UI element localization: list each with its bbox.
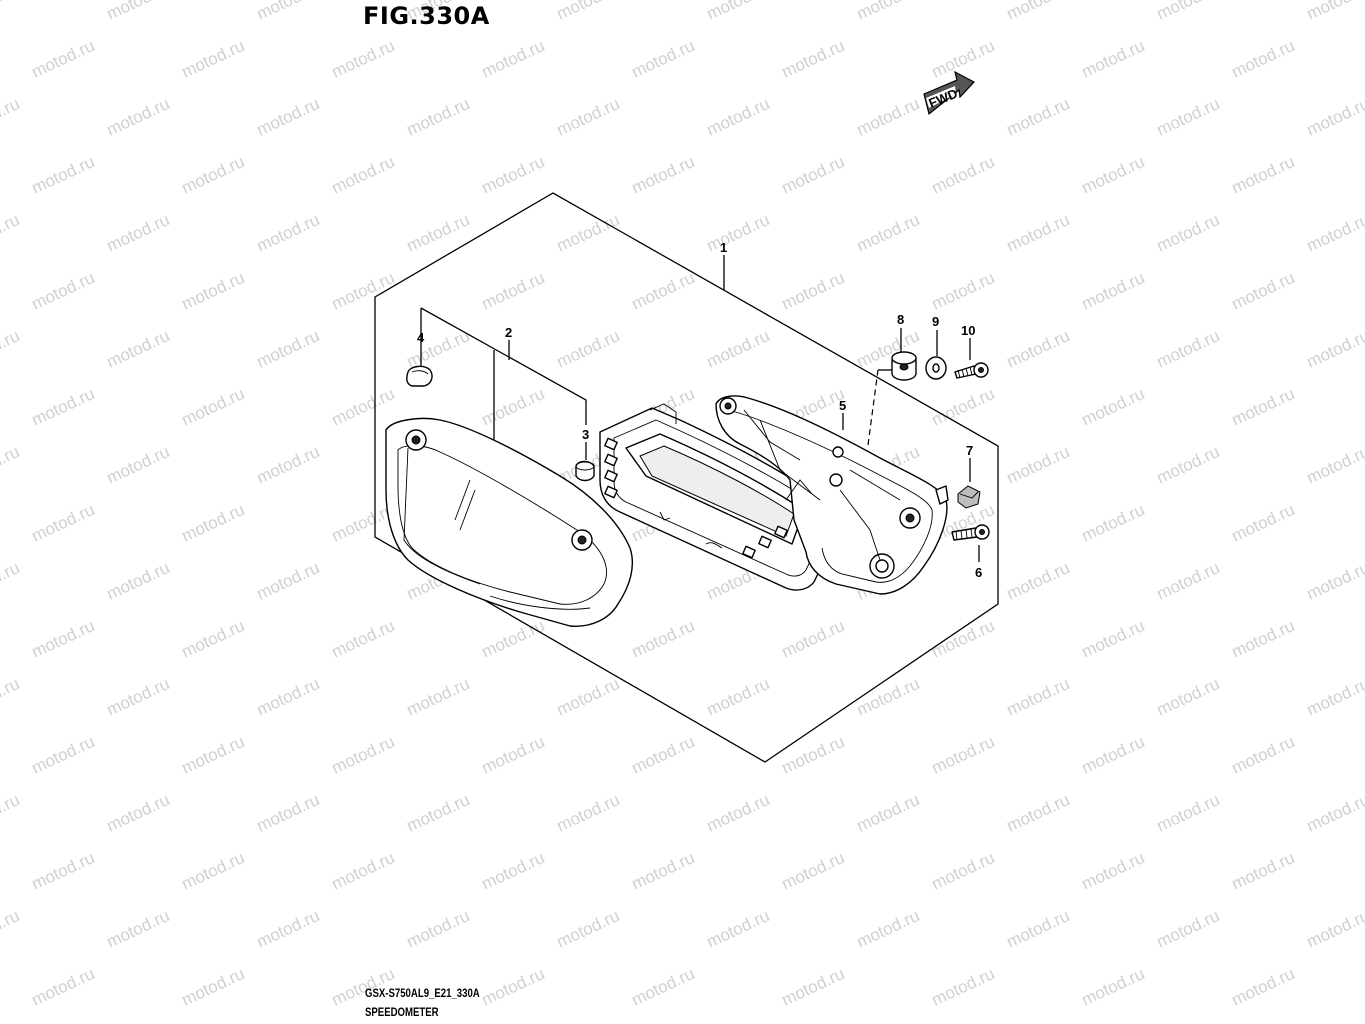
leader-lines xyxy=(420,255,980,562)
footer-diagram-name: SPEEDOMETER xyxy=(365,1005,439,1019)
part-screw-6 xyxy=(951,524,990,541)
callout-1: 1 xyxy=(720,240,727,255)
part-cap-4 xyxy=(406,365,433,387)
callout-9: 9 xyxy=(932,314,939,329)
callout-5: 5 xyxy=(839,398,846,413)
part-washer-9 xyxy=(925,356,947,380)
callout-6: 6 xyxy=(975,565,982,580)
part-housing-5 xyxy=(715,395,949,595)
part-grommet-8 xyxy=(891,351,917,381)
fwd-arrow-icon: FWD xyxy=(923,70,975,116)
part-screw-10 xyxy=(954,362,989,379)
fwd-label: FWD xyxy=(927,86,960,111)
part-grommet-3 xyxy=(575,460,595,482)
part-cover-2 xyxy=(385,417,634,627)
figure-title: FIG.330A xyxy=(363,2,490,30)
callout-4: 4 xyxy=(417,330,425,345)
callout-8: 8 xyxy=(897,312,904,327)
callout-2: 2 xyxy=(505,325,512,340)
callout-10: 10 xyxy=(961,323,975,338)
footer-diagram-code: GSX-S750AL9_E21_330A xyxy=(365,986,480,1000)
assembly-boundary xyxy=(374,192,999,763)
part-display-unit xyxy=(599,403,838,591)
callout-7: 7 xyxy=(966,443,973,458)
part-clip-nut-7 xyxy=(957,485,981,509)
callout-labels: 1 2 3 4 5 6 7 8 9 10 xyxy=(417,240,982,580)
callout-3: 3 xyxy=(582,427,589,442)
